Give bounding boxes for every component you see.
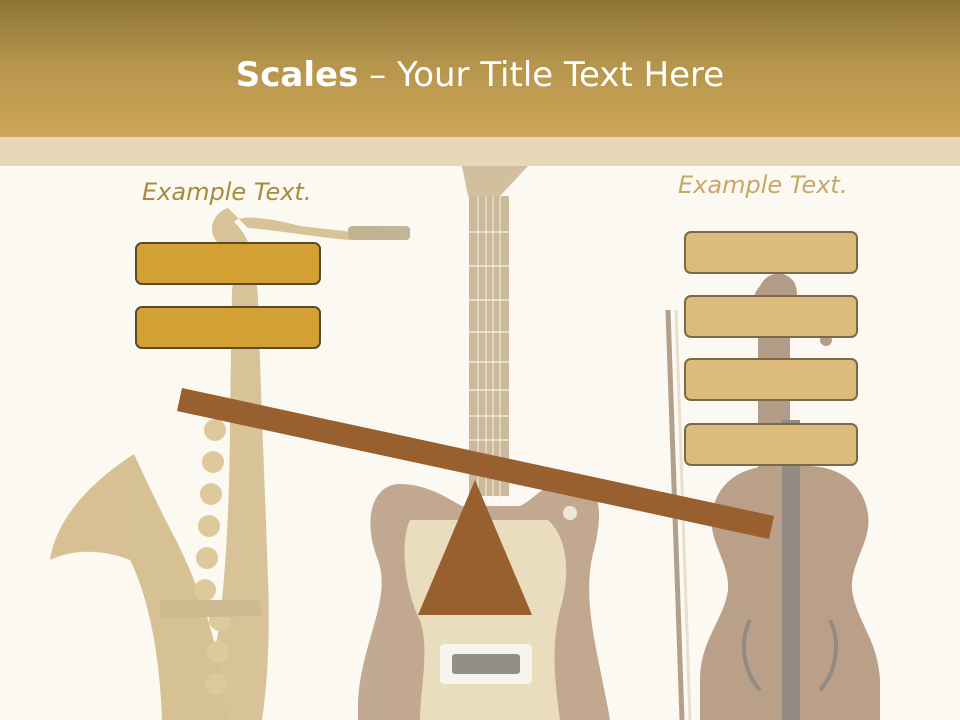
title-bar-band xyxy=(0,137,960,166)
right-text-box-1[interactable] xyxy=(684,231,858,274)
scale-fulcrum xyxy=(418,480,532,615)
scale-beam xyxy=(177,388,774,539)
right-example-text: Example Text. xyxy=(678,171,848,199)
slide-title: Scales – Your Title Text Here xyxy=(0,52,960,98)
right-text-box-2[interactable] xyxy=(684,295,858,338)
violin-image xyxy=(665,273,880,720)
right-text-box-3[interactable] xyxy=(684,358,858,401)
title-bar xyxy=(0,0,960,137)
left-text-box-1[interactable] xyxy=(135,242,321,285)
left-text-box-2[interactable] xyxy=(135,306,321,349)
left-example-text: Example Text. xyxy=(142,178,312,206)
saxophone-image xyxy=(50,208,410,720)
right-text-box-4[interactable] xyxy=(684,423,858,466)
title-text: – Your Title Text Here xyxy=(358,55,725,95)
electric-guitar-image xyxy=(358,134,610,720)
title-bold-text: Scales xyxy=(235,55,359,95)
